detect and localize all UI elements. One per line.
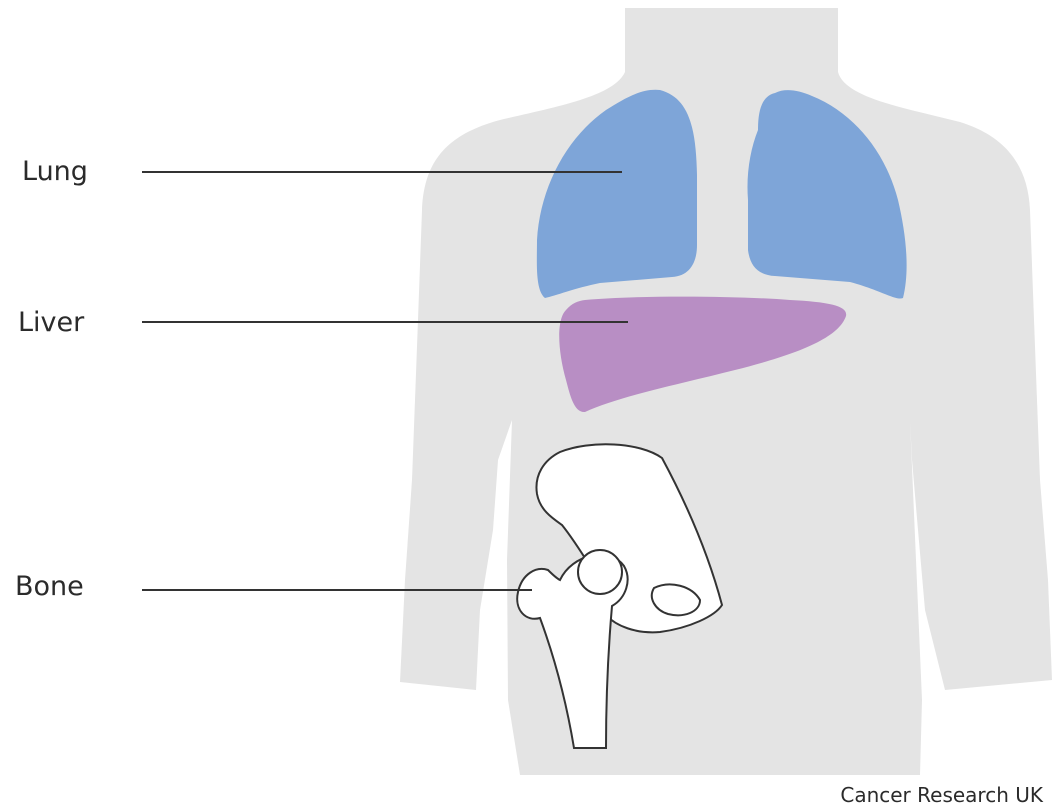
source-credit: Cancer Research UK xyxy=(840,785,1043,805)
femoral-head xyxy=(578,550,622,594)
lung-label: Lung xyxy=(22,158,88,185)
bone-label: Bone xyxy=(15,573,84,600)
body-silhouette xyxy=(400,8,1052,775)
liver-label: Liver xyxy=(18,309,84,336)
